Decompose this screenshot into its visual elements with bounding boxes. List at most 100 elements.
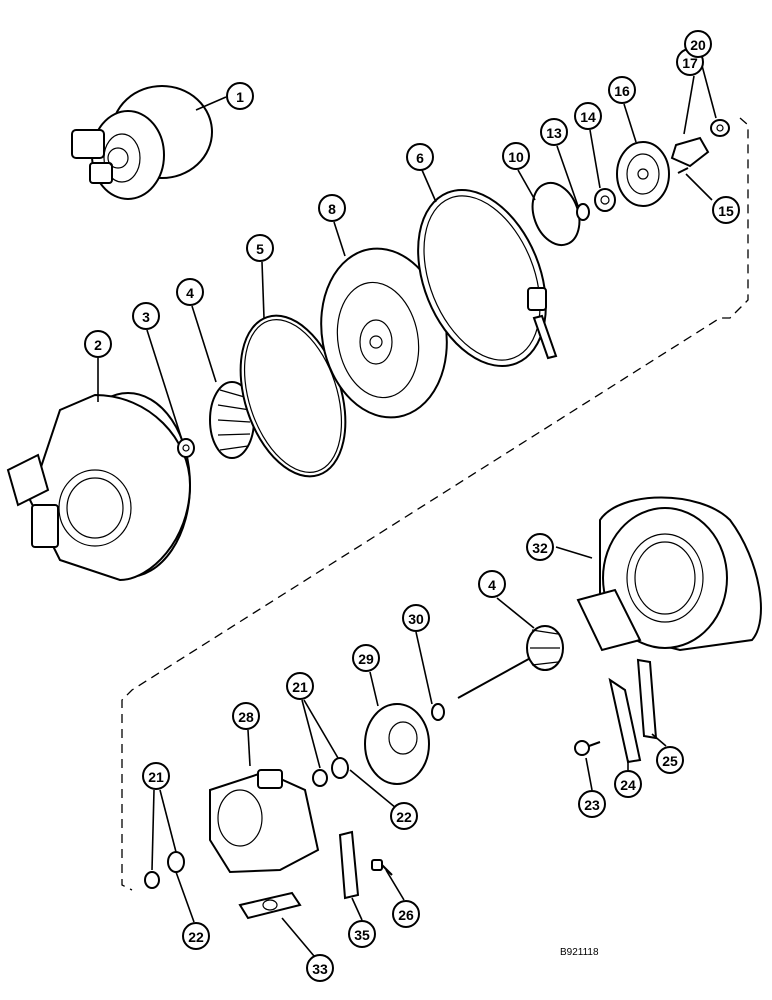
callout-label: 14 [580,109,596,125]
part-turbocharger-assembly [71,85,213,200]
part-seal-ring [431,703,445,721]
callout-label: 16 [614,83,630,99]
part-lock-plate-35 [338,830,360,900]
callout-circle [286,672,314,700]
callout-label: 15 [718,203,734,219]
callout-circle [402,604,430,632]
callout-label: 20 [690,37,706,53]
callout-c33: 33 [306,954,334,982]
callout-label: 23 [584,797,600,813]
callout-c10: 10 [502,142,530,170]
callout-circle [246,234,274,262]
callout-c21b: 21 [142,762,170,790]
part-bolt-23 [574,740,601,756]
part-turbine-housing [576,496,762,652]
callout-label: 25 [662,753,678,769]
part-lock-plate-24 [608,677,642,764]
callout-circle [478,570,506,598]
callout-label: 24 [620,777,636,793]
callout-circle [390,802,418,830]
callout-circle [132,302,160,330]
part-turbine-wheel-shaft [457,625,564,699]
part-thrust-collar [594,188,616,212]
callout-label: 35 [354,927,370,943]
part-journal-bearings-lower [144,851,185,889]
callout-circle [176,278,204,306]
callout-c32: 32 [526,533,554,561]
callout-c25: 25 [656,746,684,774]
callout-c22b: 22 [182,922,210,950]
leader-lines [97,57,717,957]
callout-circle [352,644,380,672]
part-screw-26 [371,859,393,876]
callout-label: 17 [682,55,698,71]
callout-label: 13 [546,125,562,141]
callout-c23: 23 [578,790,606,818]
part-nut-20 [710,119,730,137]
callout-circle [614,770,642,798]
callout-circle [526,533,554,561]
callout-c3: 3 [132,302,160,330]
part-thrust-plate [616,141,670,207]
callout-circle [578,790,606,818]
callout-label: 2 [94,337,102,353]
callout-c24: 24 [614,770,642,798]
callout-label: 33 [312,961,328,977]
part-journal-bearings-upper [312,757,349,787]
part-gasket [238,891,302,920]
callout-label: 32 [532,540,548,556]
callout-circle [84,330,112,358]
callout-circle [574,102,602,130]
callout-label: 28 [238,709,254,725]
callout-c30: 30 [402,604,430,632]
callout-circle [232,702,260,730]
callout-label: 3 [142,309,150,325]
part-snap-ring [531,182,581,246]
callout-label: 21 [292,679,308,695]
callout-circle [226,82,254,110]
figure-code: B921118 [560,947,599,958]
callout-circle [684,30,712,58]
callout-circle [392,900,420,928]
callout-c16: 16 [608,76,636,104]
callout-circle [656,746,684,774]
callout-label: 6 [416,150,424,166]
callout-c14: 14 [574,102,602,130]
callout-circle [712,196,740,224]
callout-circle [318,194,346,222]
part-v-band-clamp [417,188,558,368]
part-thrust-bearing [670,136,710,168]
callout-label: 29 [358,651,374,667]
callout-circle [608,76,636,104]
callout-c35: 35 [348,920,376,948]
callout-label: 4 [186,285,194,301]
callout-c8: 8 [318,194,346,222]
callout-label: 22 [396,809,412,825]
callout-c2: 2 [84,330,112,358]
callout-circle [142,762,170,790]
part-nut [177,438,195,458]
callout-c15: 15 [712,196,740,224]
callout-c4a: 4 [176,278,204,306]
callout-label: 30 [408,611,424,627]
callout-label: 4 [488,577,496,593]
part-screw-15 [677,167,689,174]
callout-label: 21 [148,769,164,785]
callout-label: 8 [328,201,336,217]
callout-c6: 6 [406,143,434,171]
callout-label: 26 [398,907,414,923]
callout-label: 10 [508,149,524,165]
callout-circle [306,954,334,982]
callout-c21a: 21 [286,672,314,700]
part-compressor-housing [6,392,192,582]
callout-c5: 5 [246,234,274,262]
part-backplate [320,247,448,419]
callout-label: 22 [188,929,204,945]
callout-c26: 26 [392,900,420,928]
part-ring-13 [576,203,590,221]
callout-circle [348,920,376,948]
part-center-housing [209,769,320,874]
part-compressor-wheel [209,381,255,459]
